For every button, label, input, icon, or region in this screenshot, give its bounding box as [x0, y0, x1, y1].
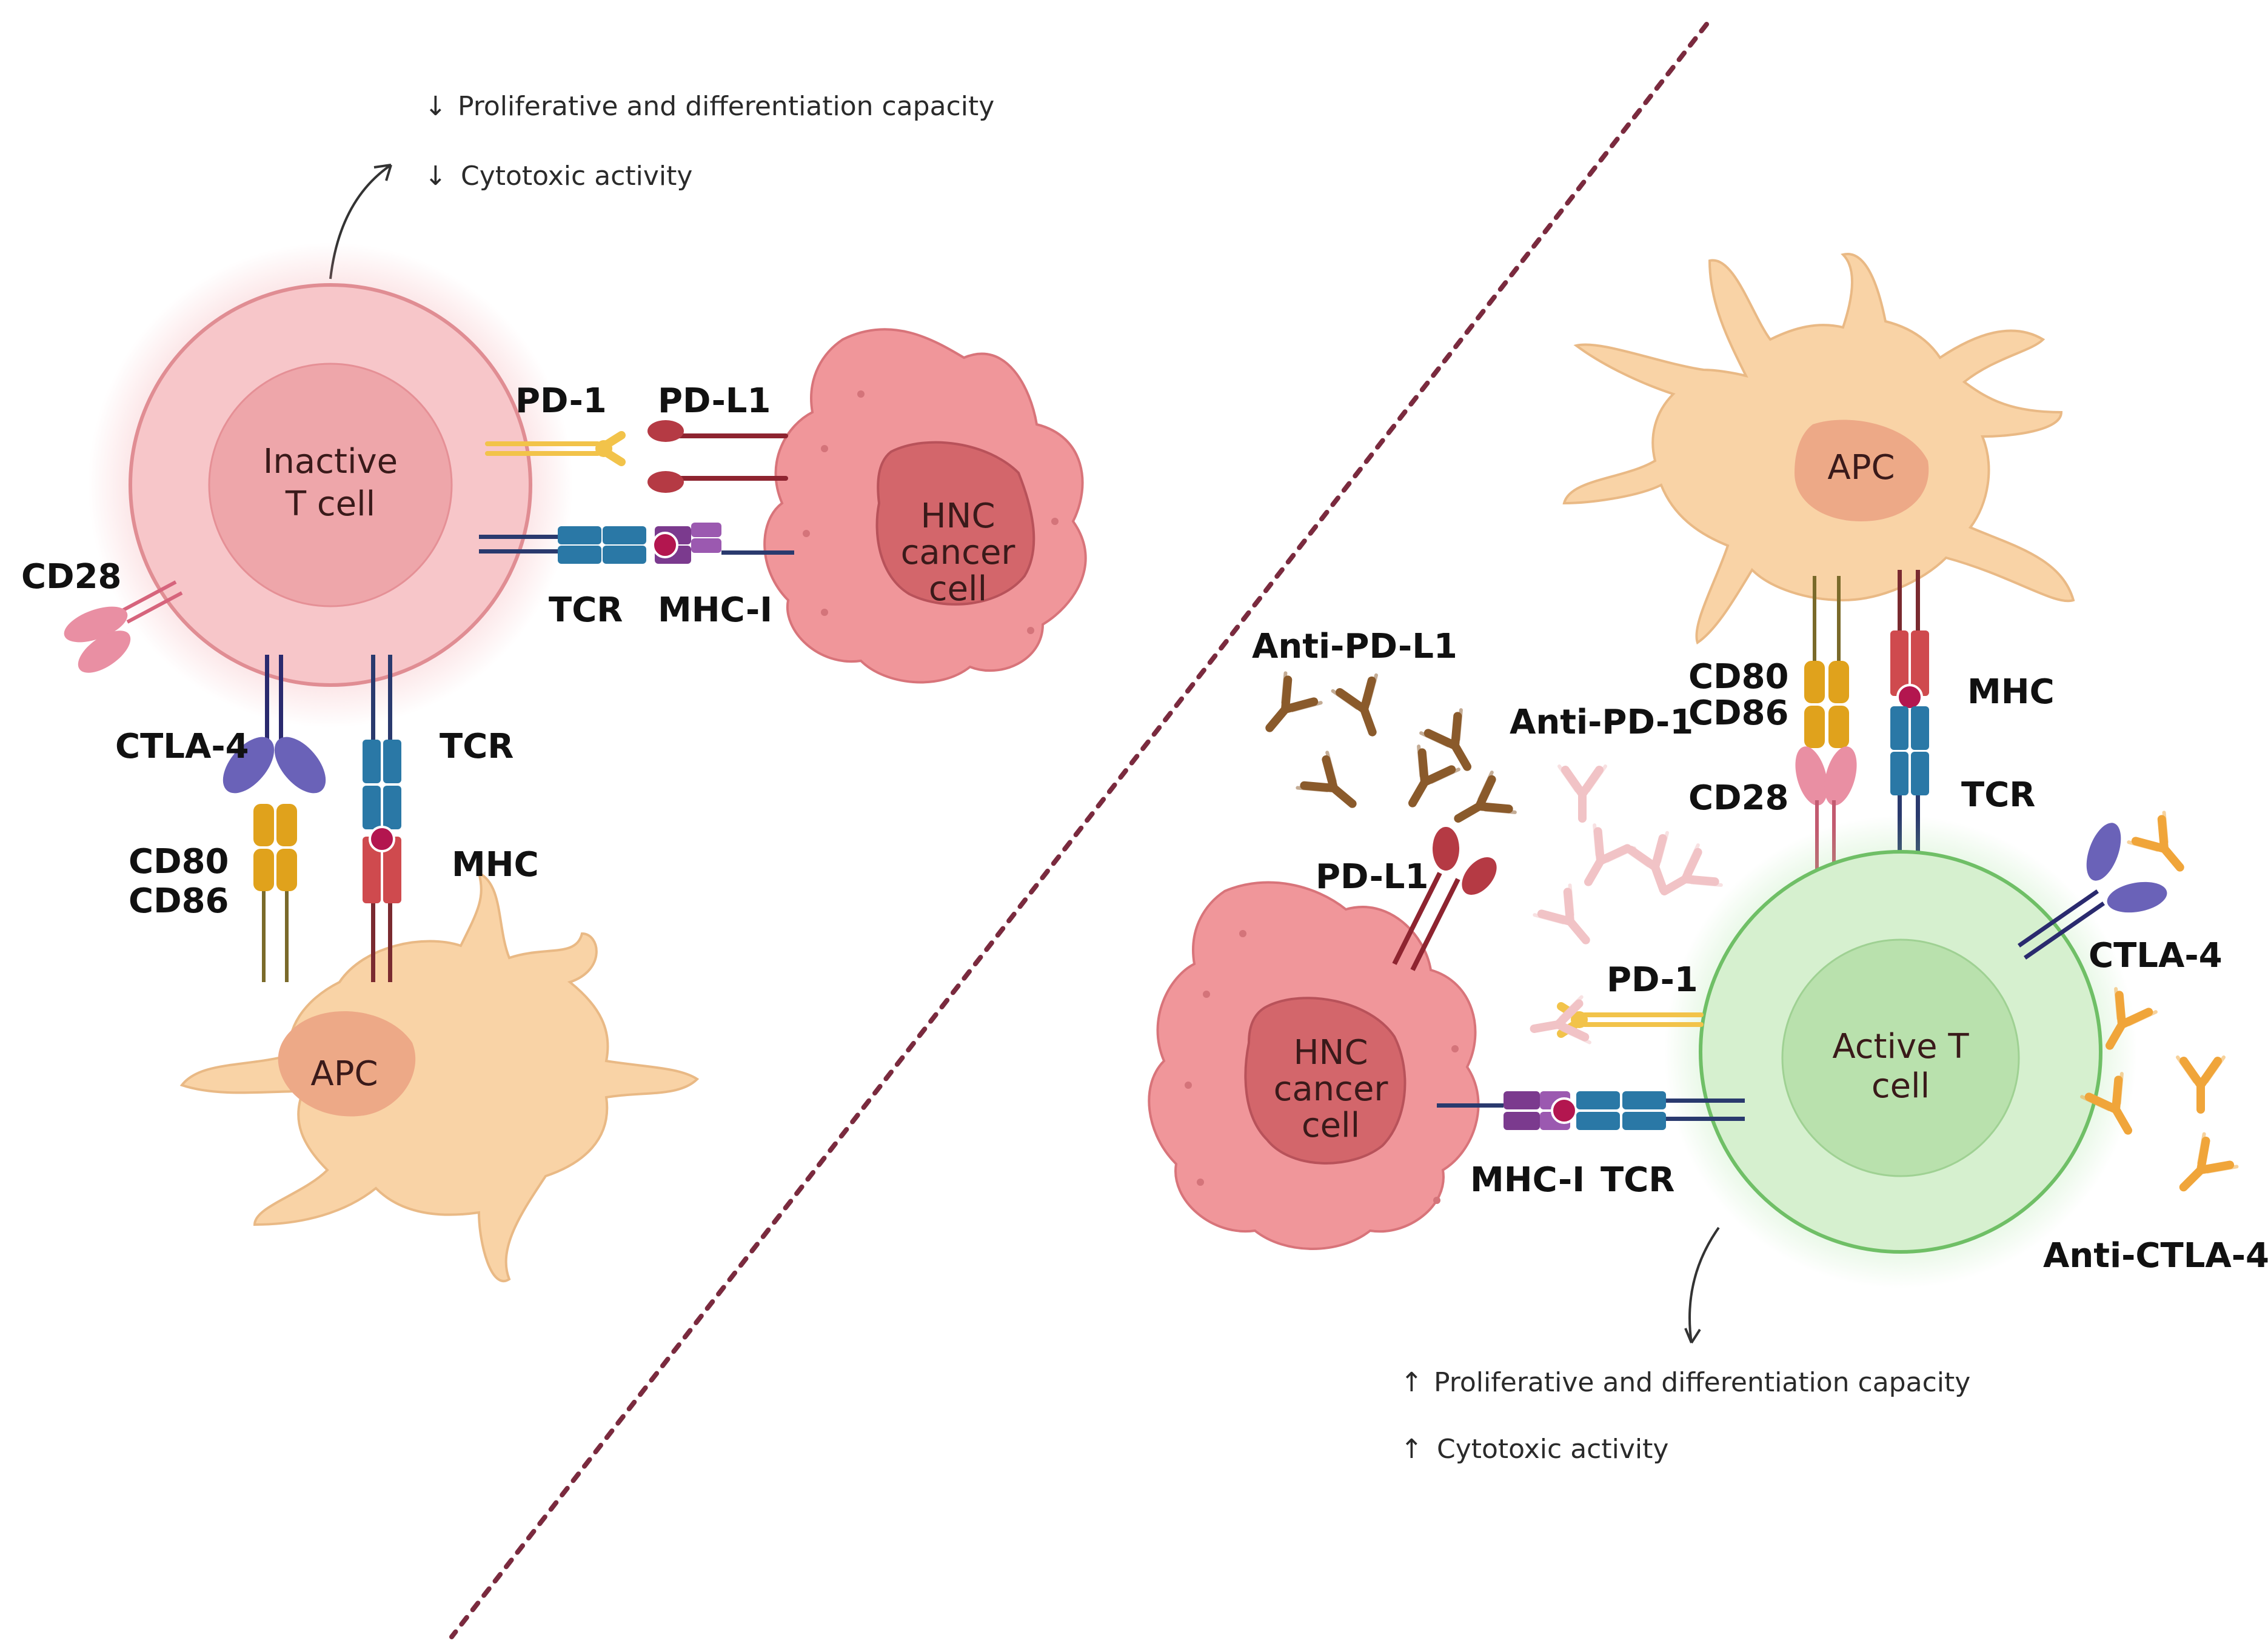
right-active-t-cell: Active T cell	[1664, 815, 2137, 1288]
right-label-tcr-top: TCR	[1961, 775, 2035, 815]
left-label-tcr-bottom: TCR	[440, 727, 513, 766]
down-arrow-icon: ↓	[424, 161, 447, 192]
left-tcr-mhci-complex	[479, 523, 794, 564]
left-label-ctla4: CTLA-4	[115, 727, 249, 766]
right-effects: ↑ Proliferative and differentiation capa…	[1400, 1226, 1970, 1465]
right-effect-1: Proliferative and differentiation capaci…	[1434, 1367, 1970, 1398]
left-apc-cell: APC	[179, 871, 700, 1282]
left-tcr-mhc-complex	[363, 655, 401, 982]
right-label-ctla4: CTLA-4	[2089, 936, 2223, 975]
right-effect-2: Cytotoxic activity	[1437, 1434, 1668, 1465]
anti-pdl1-antibodies	[1252, 673, 1515, 838]
right-label-cd28: CD28	[1688, 778, 1789, 818]
svg-text:APC: APC	[310, 1054, 378, 1094]
right-label-mhc: MHC	[1967, 672, 2055, 712]
left-label-cd28: CD28	[21, 557, 122, 597]
left-label-tcr-top: TCR	[549, 590, 623, 630]
right-cd80-cd86-ligand	[1804, 576, 1849, 748]
left-panel: ↓ Proliferative and differentiation capa…	[21, 91, 1087, 1282]
left-cd28-receptor	[64, 580, 183, 673]
svg-text:cancer: cancer	[901, 533, 1016, 572]
right-label-mhci: MHC-I	[1470, 1160, 1585, 1200]
svg-text:Inactive: Inactive	[263, 442, 398, 481]
svg-text:Active T: Active T	[1832, 1027, 1969, 1066]
right-ctla4-receptor	[2018, 823, 2167, 960]
left-label-cd80: CD80	[129, 842, 229, 881]
right-label-anti-ctla4: Anti-CTLA-4	[2043, 1236, 2268, 1276]
left-effect-2: Cytotoxic activity	[461, 161, 692, 192]
right-label-anti-pd1: Anti-PD-1	[1510, 703, 1693, 742]
right-hnc-cancer-cell: HNC cancer cell	[1148, 881, 1480, 1250]
right-label-anti-pdl1: Anti-PD-L1	[1252, 627, 1457, 666]
left-cd80-cd86-ligand	[253, 804, 297, 982]
left-effects: ↓ Proliferative and differentiation capa…	[329, 91, 994, 279]
curved-arrow-icon	[1688, 1226, 1720, 1343]
svg-text:cell: cell	[929, 569, 987, 609]
svg-text:cell: cell	[1872, 1066, 1930, 1106]
up-arrow-icon: ↑	[1400, 1367, 1423, 1398]
right-mhci-tcr-complex	[1437, 1091, 1745, 1130]
panel-divider	[449, 22, 1709, 1639]
left-label-mhc: MHC	[452, 845, 539, 885]
svg-text:T cell: T cell	[285, 484, 375, 524]
right-label-tcr-bottom: TCR	[1601, 1160, 1674, 1200]
right-panel: APC	[1148, 253, 2268, 1465]
down-arrow-icon: ↓	[424, 91, 447, 122]
left-effect-1: Proliferative and differentiation capaci…	[458, 91, 994, 122]
right-pdl1-ligand	[1392, 827, 1497, 971]
svg-text:cancer: cancer	[1274, 1069, 1389, 1109]
svg-text:HNC: HNC	[920, 497, 995, 536]
right-label-cd80: CD80	[1688, 657, 1789, 697]
svg-text:APC: APC	[1827, 448, 1895, 487]
left-label-pd1: PD-1	[515, 381, 607, 421]
svg-text:HNC: HNC	[1293, 1033, 1368, 1072]
right-apc-cell: APC	[1562, 253, 2075, 645]
left-label-mhci: MHC-I	[658, 590, 772, 630]
left-pdl1-ligand	[647, 420, 788, 493]
left-ctla4-receptor	[222, 655, 326, 794]
left-label-cd86: CD86	[129, 881, 229, 921]
right-label-pd1: PD-1	[1607, 960, 1698, 1000]
svg-text:cell: cell	[1302, 1106, 1360, 1145]
up-arrow-icon: ↑	[1400, 1434, 1423, 1465]
left-hnc-cancer-cell: HNC cancer cell	[763, 328, 1087, 684]
right-label-pdl1: PD-L1	[1316, 857, 1428, 897]
left-inactive-t-cell: Inactive T cell	[88, 242, 573, 727]
left-label-pdl1: PD-L1	[658, 381, 771, 421]
right-label-cd86: CD86	[1688, 694, 1789, 733]
